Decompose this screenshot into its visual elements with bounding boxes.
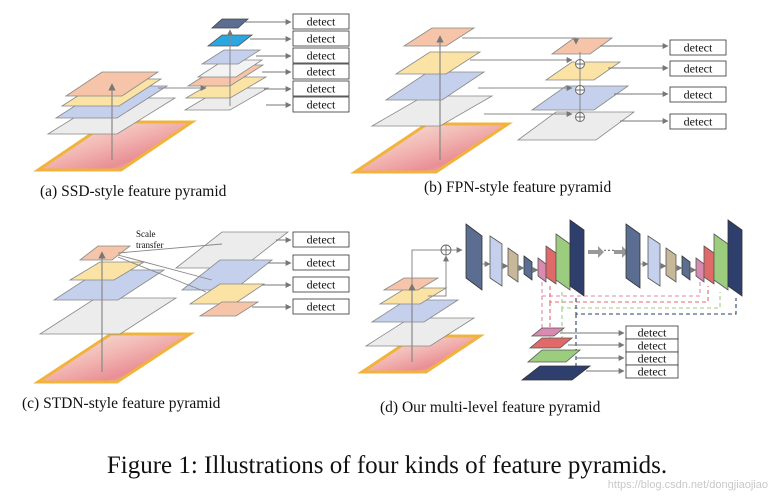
detect-label: detect bbox=[307, 32, 336, 46]
detect-label: detect bbox=[684, 41, 713, 55]
input-image bbox=[350, 122, 513, 174]
detect-label: detect bbox=[307, 300, 336, 314]
ssd-layer-navy bbox=[210, 18, 250, 29]
panel-ours: ··· bbox=[357, 219, 743, 416]
detect-label: detect bbox=[638, 339, 667, 353]
ellipsis: ··· bbox=[603, 243, 615, 257]
feature-layer-blue bbox=[384, 71, 486, 101]
panel-ssd: detect detect detect detect detect detec… bbox=[33, 13, 350, 200]
watermark: https://blog.csdn.net/dongjiaojiao bbox=[608, 479, 768, 491]
detect-label: detect bbox=[684, 115, 713, 129]
plus-circle-icon bbox=[575, 112, 585, 122]
panel-caption: (b) FPN-style feature pyramid bbox=[424, 179, 611, 196]
detect-label: detect bbox=[638, 326, 667, 340]
scale-transfer-label: transfer bbox=[136, 240, 163, 250]
fpn-detect-boxes: detect detect detect detect bbox=[669, 39, 727, 130]
feature-layer-gray bbox=[370, 95, 494, 127]
stdn-detect-boxes: detect detect detect detect bbox=[292, 231, 350, 315]
plus-circle-icon bbox=[575, 85, 585, 95]
detect-label: detect bbox=[638, 365, 667, 379]
feature-layer-yellow bbox=[394, 51, 482, 75]
panel-caption: (d) Our multi-level feature pyramid bbox=[380, 399, 601, 416]
detect-label: detect bbox=[638, 352, 667, 366]
feature-layer-peach bbox=[402, 27, 476, 47]
input-image bbox=[357, 334, 485, 374]
final-pyramid bbox=[520, 327, 592, 381]
feature-layer-blue bbox=[370, 299, 460, 323]
detect-label: detect bbox=[307, 65, 336, 79]
fpn-top-gray bbox=[516, 111, 636, 141]
multi-level-connections bbox=[541, 282, 737, 368]
arrow-icon bbox=[588, 246, 604, 258]
detect-label: detect bbox=[684, 88, 713, 102]
scale-transfer-label: Scale bbox=[136, 229, 156, 239]
feature-layer-gray bbox=[38, 297, 178, 335]
detect-label: detect bbox=[307, 15, 336, 29]
tum-block-2 bbox=[625, 219, 743, 297]
tum-block-1 bbox=[465, 219, 585, 297]
detect-label: detect bbox=[684, 62, 713, 76]
panel-caption: (c) STDN-style feature pyramid bbox=[22, 395, 221, 412]
plus-circle-icon bbox=[440, 244, 452, 256]
figure-caption: Figure 1: Illustrations of four kinds of… bbox=[107, 452, 667, 479]
panel-caption: (a) SSD-style feature pyramid bbox=[40, 183, 227, 200]
fpn-top-peach bbox=[550, 37, 614, 55]
input-image bbox=[32, 332, 196, 384]
detect-label: detect bbox=[307, 233, 336, 247]
detect-label: detect bbox=[307, 82, 336, 96]
feature-layer-gray bbox=[364, 317, 476, 347]
fpn-top-yellow bbox=[544, 61, 622, 81]
detect-label: detect bbox=[307, 98, 336, 112]
detect-label: detect bbox=[307, 278, 336, 292]
input-image bbox=[33, 120, 197, 172]
ssd-detect-boxes: detect detect detect detect detect detec… bbox=[292, 13, 350, 113]
ours-detect-boxes: detect detect detect detect bbox=[625, 326, 679, 379]
detect-label: detect bbox=[307, 256, 336, 270]
panel-fpn: detect detect detect detect (b) FPN-styl… bbox=[350, 27, 727, 196]
detect-label: detect bbox=[307, 49, 336, 63]
plus-circle-icon bbox=[575, 59, 585, 69]
ssd-layer-blue2 bbox=[200, 49, 262, 65]
panel-stdn: Scale transfer detect detect detect dete… bbox=[22, 229, 350, 412]
stdn-peach bbox=[198, 301, 260, 317]
arrow-icon bbox=[614, 246, 628, 258]
